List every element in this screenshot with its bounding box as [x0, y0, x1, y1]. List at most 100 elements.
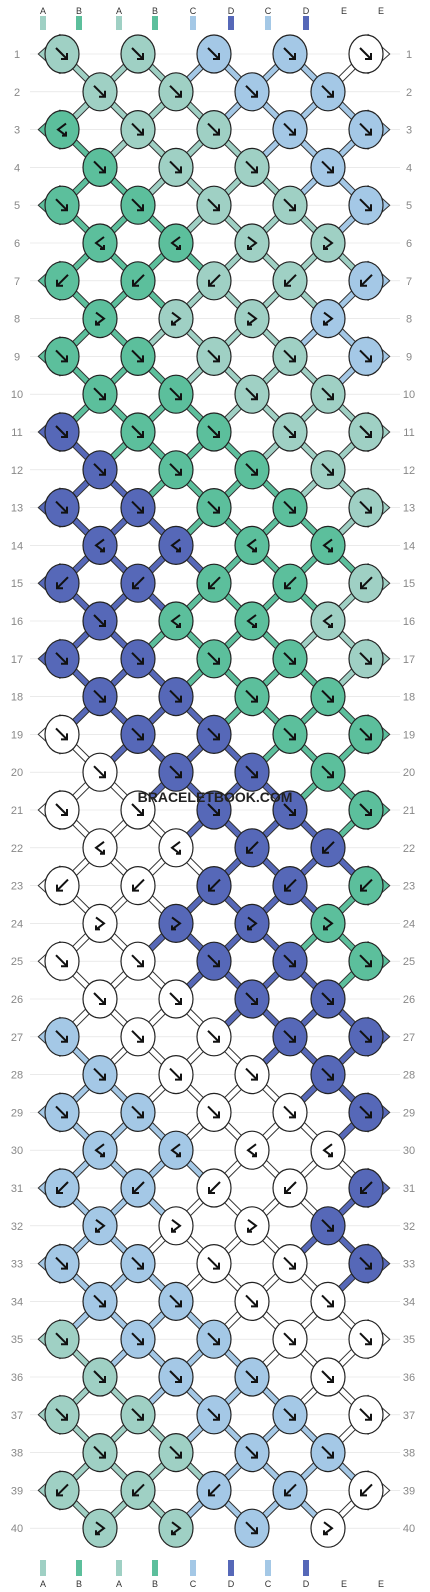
knot-circle: [158, 601, 194, 641]
backward-forward-icon: [94, 1143, 105, 1157]
backward-forward-icon: [170, 236, 181, 250]
arrow-down-right-icon: [321, 160, 334, 174]
knot: [120, 714, 156, 755]
knot: [272, 336, 308, 376]
arrow-down-right-icon: [359, 1332, 372, 1345]
knot: [82, 828, 118, 868]
arrow-down-left-icon: [56, 878, 69, 892]
arrow-down-right-icon-head: [289, 733, 296, 741]
backward-forward-icon-head: [252, 547, 257, 553]
arrow-down-right-icon-head: [365, 53, 372, 60]
knot: [234, 299, 270, 339]
arrow-down-left-icon: [56, 274, 69, 287]
knot: [158, 903, 194, 944]
knot-circle: [310, 299, 346, 339]
knot: [310, 979, 346, 1019]
arrow-down-right-icon-head: [61, 1111, 68, 1119]
arrow-down-right-icon-head: [213, 355, 220, 363]
row-number-left: 14: [11, 540, 23, 552]
arrow-down-right-icon-head: [99, 1073, 106, 1081]
arrow-down-right-icon: [283, 47, 296, 60]
knot: [348, 1470, 384, 1511]
arrow-down-left-icon: [360, 576, 373, 589]
knot: [120, 261, 156, 301]
forward-backward-icon: [323, 311, 334, 326]
arrow-down-right-icon: [283, 198, 296, 211]
arrow-down-left-icon: [284, 576, 297, 589]
arrow-down-right-icon-head: [99, 620, 106, 627]
backward-forward-icon: [170, 538, 181, 553]
knot-circle: [234, 903, 270, 944]
arrow-down-right-icon: [93, 1445, 106, 1459]
arrow-down-left-icon-head: [56, 279, 63, 287]
knot: [120, 639, 156, 679]
arrow-down-right-icon-head: [137, 1413, 144, 1421]
knot: [120, 563, 156, 603]
row-number-right: 7: [406, 276, 412, 288]
arrow-down-left-icon-head: [132, 884, 139, 892]
arrow-down-left-icon: [284, 274, 297, 287]
row-number-right: 32: [403, 1221, 415, 1233]
arrow-down-right-icon: [283, 1332, 296, 1345]
row-number-right: 10: [403, 389, 415, 401]
arrow-down-right-icon-head: [213, 809, 220, 816]
row-number-left: 35: [11, 1334, 23, 1346]
backward-forward-icon: [246, 614, 257, 628]
knot: [158, 828, 194, 868]
arrow-down-right-icon-head: [213, 1111, 220, 1119]
knot: [234, 1206, 270, 1246]
knot: [272, 1243, 308, 1284]
arrow-down-left-icon-head: [360, 1187, 367, 1194]
knot: [272, 261, 308, 301]
arrow-down-right-icon: [207, 349, 220, 363]
knot: [272, 639, 308, 679]
arrow-down-left-icon: [208, 1483, 221, 1497]
arrow-down-left-icon: [132, 274, 145, 287]
knot-circle: [158, 525, 194, 566]
arrow-down-right-icon-head: [327, 695, 334, 703]
arrow-down-right-icon: [131, 727, 144, 741]
knot: [158, 676, 194, 717]
arrow-down-right-icon-head: [213, 657, 220, 665]
arrow-down-right-icon-head: [137, 657, 144, 665]
arrow-down-left-icon-head: [284, 582, 291, 590]
arrow-down-right-icon: [207, 122, 220, 136]
arrow-down-left-icon: [284, 1483, 297, 1497]
knot: [82, 525, 118, 566]
arrow-down-right-icon: [93, 614, 106, 627]
arrow-down-right-icon-head: [289, 431, 296, 438]
backward-forward-icon-head: [328, 623, 333, 628]
knot: [348, 1319, 384, 1359]
arrow-down-right-icon: [283, 1408, 296, 1421]
arrow-down-left-icon: [132, 1181, 145, 1194]
arrow-down-right-icon: [207, 47, 220, 60]
knot: [82, 147, 118, 187]
knot: [82, 374, 118, 414]
backward-forward-icon-head: [100, 245, 105, 250]
arrow-down-right-icon-head: [137, 506, 144, 514]
arrow-down-right-icon-head: [61, 53, 68, 60]
knot: [158, 1508, 194, 1548]
row-number-left: 2: [14, 87, 20, 99]
arrow-down-right-icon: [321, 463, 334, 476]
knot: [310, 676, 346, 717]
arrow-down-left-icon: [56, 576, 69, 589]
arrow-down-right-icon-head: [289, 506, 296, 514]
knot: [44, 1319, 80, 1359]
backward-forward-icon: [246, 1143, 257, 1157]
arrow-down-right-icon: [55, 500, 68, 514]
arrow-down-right-icon-head: [61, 960, 68, 968]
backward-forward-icon: [94, 841, 105, 855]
arrow-down-left-icon-head: [284, 279, 291, 287]
knot-circle: [234, 1130, 270, 1170]
knot: [120, 336, 156, 376]
knot: [120, 1092, 156, 1133]
arrow-down-right-icon: [245, 463, 258, 476]
knot: [44, 412, 80, 452]
knot: [310, 1432, 346, 1473]
knot: [272, 1395, 308, 1435]
arrow-down-right-icon: [321, 765, 334, 778]
knot: [196, 1092, 232, 1133]
knot: [348, 639, 384, 679]
arrow-down-right-icon: [359, 122, 372, 136]
